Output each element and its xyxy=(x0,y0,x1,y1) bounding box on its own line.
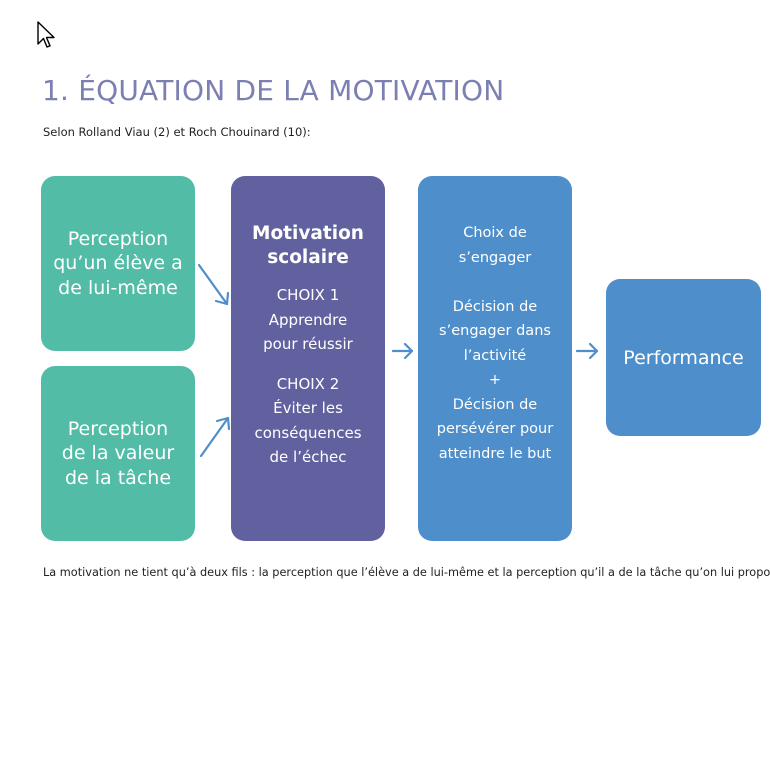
arrow-self-to-motivation xyxy=(197,263,230,306)
source-citation: Selon Rolland Viau (2) et Roch Chouinard… xyxy=(43,125,311,139)
arrow-motivation-to-engagement xyxy=(391,342,414,360)
arrow-engagement-to-performance xyxy=(575,342,599,360)
decision-engage-text: Décision de s’engager dans l’activité xyxy=(439,298,551,364)
engagement-box: Choix de s’engager Décision de s’engager… xyxy=(418,176,572,541)
perception-self-box: Perception qu’un élève a de lui-même xyxy=(41,176,195,351)
arrow-value-to-motivation xyxy=(199,416,231,458)
decision-persevere-text: Décision de persévérer pour atteindre le… xyxy=(436,396,554,462)
footer-caption: La motivation ne tient qu’à deux fils : … xyxy=(43,566,770,579)
motivation-box: Motivation scolaire CHOIX 1 Apprendre po… xyxy=(231,176,385,541)
performance-box: Performance xyxy=(606,279,761,436)
mouse-cursor-icon xyxy=(37,21,55,48)
plus-sign: + xyxy=(488,372,502,388)
choice-1-text: CHOIX 1 Apprendre pour réussir xyxy=(263,286,353,353)
perception-value-box: Perception de la valeur de la tâche xyxy=(41,366,195,541)
motivation-title: Motivation scolaire xyxy=(252,223,364,268)
page-title: 1. ÉQUATION DE LA MOTIVATION xyxy=(42,74,505,107)
choice-2-text: CHOIX 2 Éviter les conséquences de l’éch… xyxy=(254,374,362,467)
engagement-choice-text: Choix de s’engager xyxy=(458,225,532,266)
